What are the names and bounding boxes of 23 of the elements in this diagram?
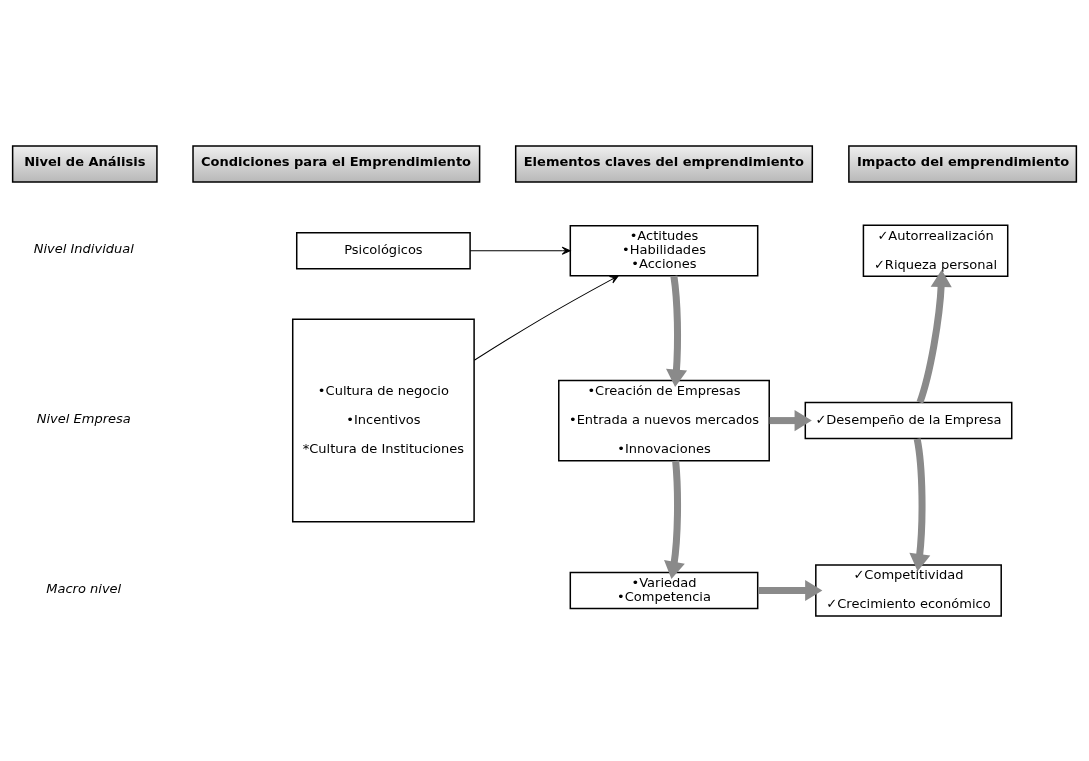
arrow (769, 409, 812, 431)
label: Nivel Empresa (36, 410, 131, 426)
node-box: Psicológicos (296, 231, 471, 269)
node-box: Nivel de Análisis (11, 144, 158, 183)
node-box: •Variedad •Competencia (569, 571, 759, 609)
arrow (758, 579, 823, 601)
label: Nivel Individual (33, 240, 134, 256)
node-box: •Cultura de negocio •Incentivos *Cultura de Instituciones (291, 318, 475, 523)
node-box: Impacto del emprendimiento (848, 144, 1078, 183)
node-box: Elementos claves del emprendimiento (514, 144, 814, 183)
arrow (916, 269, 952, 403)
arrow (666, 275, 688, 387)
label: Macro nivel (46, 580, 122, 596)
node-box: •Actitudes •Habilidades •Acciones (569, 224, 759, 277)
node-box: •Creación de Empresas •Entrada a nuevos mercados •Innovaciones (558, 379, 770, 461)
node-box: Condiciones para el Emprendimiento (192, 144, 481, 183)
arrow (664, 460, 685, 579)
node-box: ✓Autorrealización ✓Riqueza personal (862, 223, 1009, 277)
node-box: ✓Desempeño de la Empresa (804, 401, 1013, 439)
arrow (909, 437, 931, 571)
arrow (469, 246, 571, 255)
node-box: ✓Competitividad ✓Crecimiento económico (815, 563, 1002, 617)
arrow (473, 274, 619, 361)
